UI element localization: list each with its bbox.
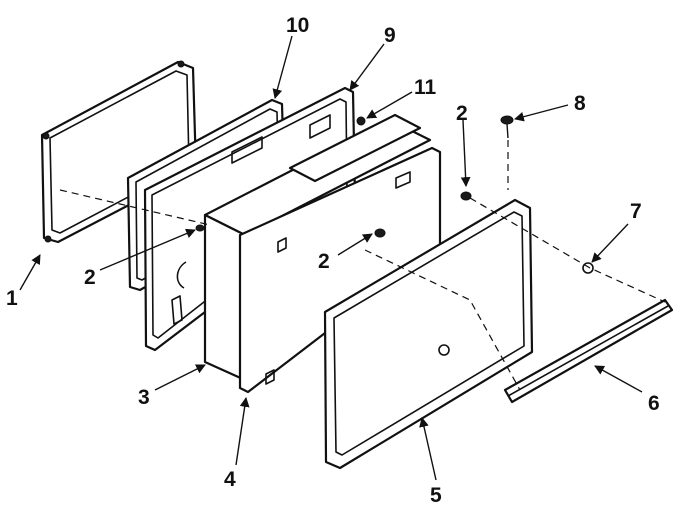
callout-10: 10 <box>286 14 309 37</box>
callout-6: 6 <box>648 392 660 415</box>
outer-door-panel-part-5 <box>323 198 534 470</box>
clip-part-11 <box>356 116 366 126</box>
fastener-part-2-a <box>195 224 205 232</box>
callout-7: 7 <box>630 200 642 223</box>
callout-5: 5 <box>430 484 442 507</box>
fastener-part-2-b <box>374 228 386 238</box>
callout-leaders <box>19 35 643 481</box>
callout-11: 11 <box>414 76 437 99</box>
callout-1: 1 <box>6 287 18 310</box>
callout-9: 9 <box>384 24 396 47</box>
callout-3: 3 <box>138 386 150 409</box>
alignment-lines <box>59 140 666 391</box>
insulation-block-part-3 <box>203 113 432 382</box>
door-trim-strip-part-6 <box>503 298 674 404</box>
callout-8: 8 <box>574 92 586 115</box>
callout-2c: 2 <box>456 102 468 125</box>
fastener-part-2-c <box>460 191 472 201</box>
screw-part-8 <box>500 115 514 139</box>
callout-4: 4 <box>224 468 236 491</box>
callout-2b: 2 <box>318 250 330 273</box>
callout-2a: 2 <box>84 266 96 289</box>
clip-part-7 <box>582 262 594 274</box>
